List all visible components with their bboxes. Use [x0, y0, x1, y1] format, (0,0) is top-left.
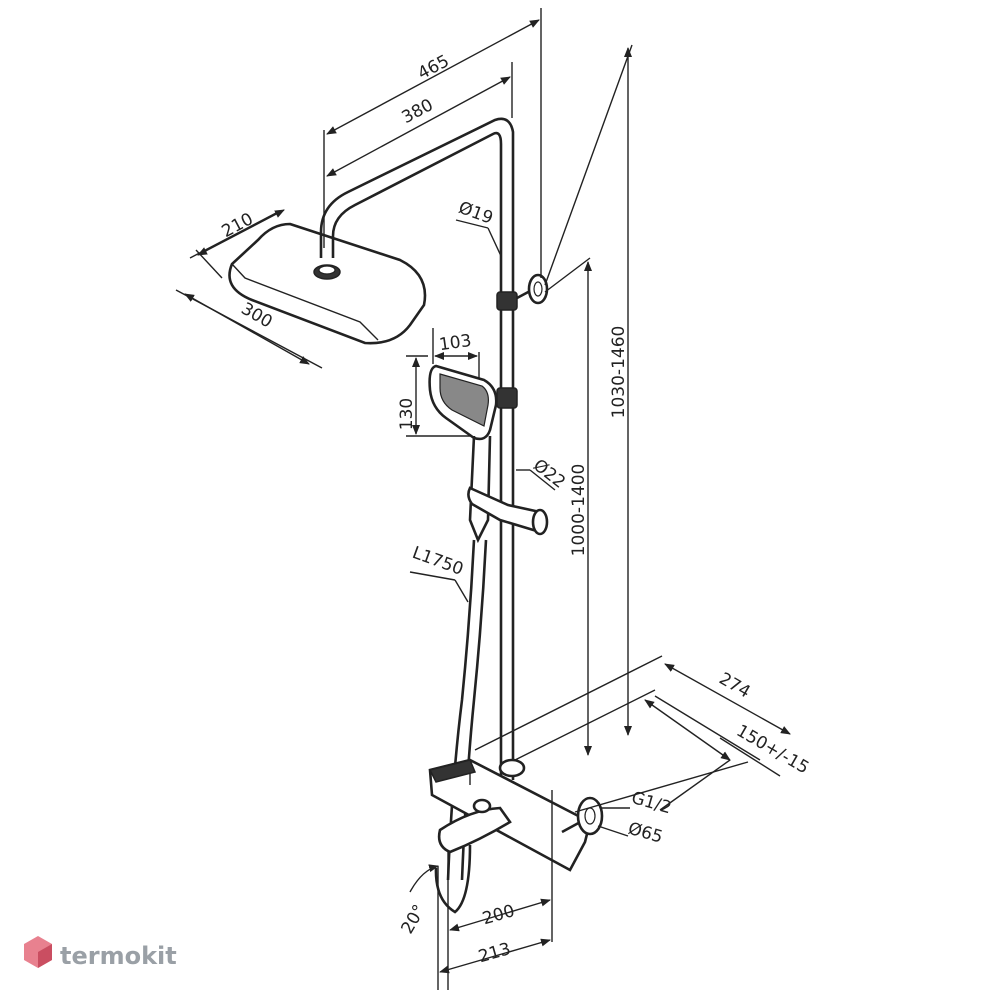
- mixer-spout: [434, 798, 512, 914]
- riser-pipe: [496, 291, 518, 780]
- dim-hose-length-label: L1750: [410, 543, 466, 580]
- wall-connection: [561, 796, 604, 836]
- dim-210-label: 210: [219, 209, 257, 242]
- dim-spout-angle-label: 20°: [397, 901, 429, 937]
- watermark-logo: termokit: [24, 936, 177, 970]
- hand-shower: [428, 364, 498, 544]
- dim-thread-label: G1/2: [629, 788, 673, 818]
- dim-mixer-depth-label: 274: [715, 669, 753, 703]
- dimension-lines: [175, 8, 791, 990]
- wall-bracket: [516, 273, 549, 305]
- dim-213-label: 213: [476, 939, 513, 967]
- dim-flange-diameter-label: Ø65: [626, 819, 665, 848]
- dim-200-label: 200: [480, 901, 517, 929]
- dim-465-label: 465: [415, 51, 453, 84]
- dim-380-label: 380: [399, 95, 437, 128]
- dim-hand-height-label: 130: [397, 398, 417, 430]
- dim-total-height-label: 1030-1460: [609, 326, 629, 419]
- watermark-brand: termokit: [60, 942, 177, 970]
- dim-hand-width-label: 103: [438, 331, 473, 355]
- hand-shower-holder: [467, 486, 549, 536]
- dim-connection-spacing-label: 150+/-15: [733, 721, 812, 778]
- dim-pipe-diameter-label: Ø19: [456, 198, 496, 229]
- thermostatic-mixer: [428, 758, 592, 872]
- dim-rail-diameter-label: Ø22: [529, 455, 569, 492]
- dim-rail-height-label: 1000-1400: [569, 464, 589, 557]
